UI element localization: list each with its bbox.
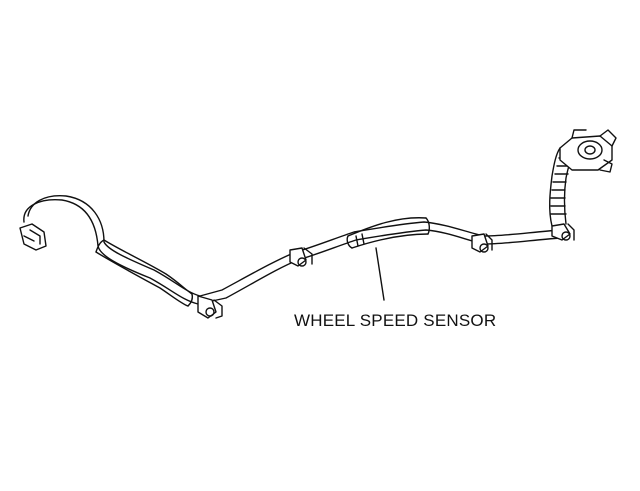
left-protective-sleeve <box>95 239 194 307</box>
mounting-clip-right <box>551 223 575 241</box>
center-protective-sleeve <box>346 217 431 249</box>
sensor-head <box>559 129 617 173</box>
harness-cable <box>23 195 561 305</box>
callout-leader-line <box>375 247 385 301</box>
mounting-clip-center-right <box>471 233 493 253</box>
mounting-clip-center-left <box>289 247 313 267</box>
wheel-speed-sensor-label: WHEEL SPEED SENSOR <box>294 311 497 330</box>
left-connector-plug <box>19 223 47 251</box>
mounting-clip-left <box>197 295 223 319</box>
